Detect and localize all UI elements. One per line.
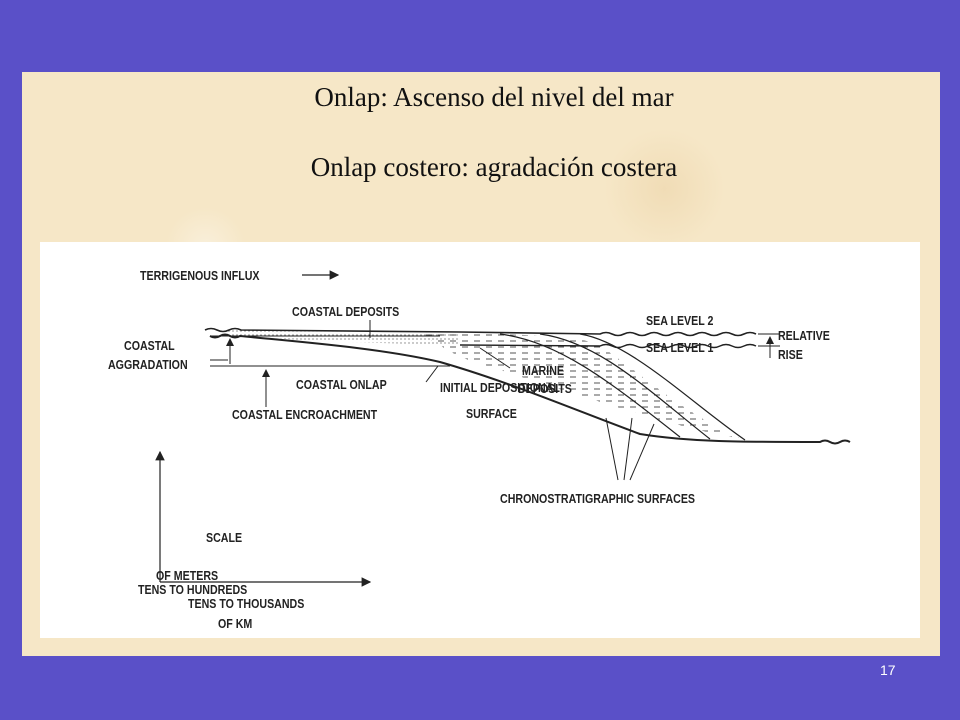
- marine-deposits-label-1: MARINE: [522, 363, 564, 378]
- page-number: 17: [880, 662, 896, 678]
- chrono-surface-2: [539, 333, 711, 440]
- upper-surface-line: [204, 327, 757, 337]
- chrono-label: CHRONOSTRATIGRAPHIC SURFACES: [500, 491, 695, 506]
- initial-surface-label-2: SURFACE: [466, 406, 517, 421]
- y-axis-label-1: TENS TO HUNDREDS: [138, 582, 247, 597]
- sea-level-1-line: [459, 343, 757, 349]
- slide-title: Onlap: Ascenso del nivel del mar: [314, 82, 674, 112]
- marine-deposits-leader: [479, 347, 511, 369]
- rise-label: RISE: [778, 347, 803, 362]
- chrono-leader-2: [623, 417, 633, 481]
- coastal-aggradation-label-2: AGGRADATION: [108, 357, 188, 372]
- marine-deposits-label-2: DEPOSITS: [518, 381, 572, 396]
- chrono-surface-1: [499, 333, 681, 438]
- sea-level-1-label: SEA LEVEL 1: [646, 340, 714, 355]
- x-axis-label-1: TENS TO THOUSANDS: [188, 596, 304, 611]
- x-axis-label-2: OF KM: [218, 616, 252, 631]
- relative-label: RELATIVE: [778, 328, 830, 343]
- chrono-surface-3: [579, 333, 746, 441]
- coastal-encroachment-label: COASTAL ENCROACHMENT: [232, 407, 378, 422]
- chrono-leader-1: [605, 417, 619, 481]
- initial-surface-label-1: INITIAL DEPOSITIONAL: [440, 380, 560, 395]
- marine-deposits-area: [420, 334, 750, 440]
- coastal-deposits-area: [215, 330, 460, 345]
- coastal-aggradation-label-1: COASTAL: [124, 338, 175, 353]
- diagram-panel: TERRIGENOUS INFLUX COASTAL DEPOSITS SEA …: [40, 242, 920, 638]
- chrono-leader-3: [629, 423, 655, 481]
- slide-subtitle: Onlap costero: agradación costera: [310, 152, 678, 182]
- sea-level-2-label: SEA LEVEL 2: [646, 313, 714, 328]
- coastal-onlap-label: COASTAL ONLAP: [296, 377, 387, 392]
- coastal-onlap-pointer: [425, 365, 439, 383]
- onlap-diagram: TERRIGENOUS INFLUX COASTAL DEPOSITS SEA …: [108, 268, 851, 631]
- y-axis-label-2: OF METERS: [156, 568, 218, 583]
- scale-label: SCALE: [206, 530, 242, 545]
- coastal-deposits-label: COASTAL DEPOSITS: [292, 304, 399, 319]
- terrigenous-influx-label: TERRIGENOUS INFLUX: [140, 268, 260, 283]
